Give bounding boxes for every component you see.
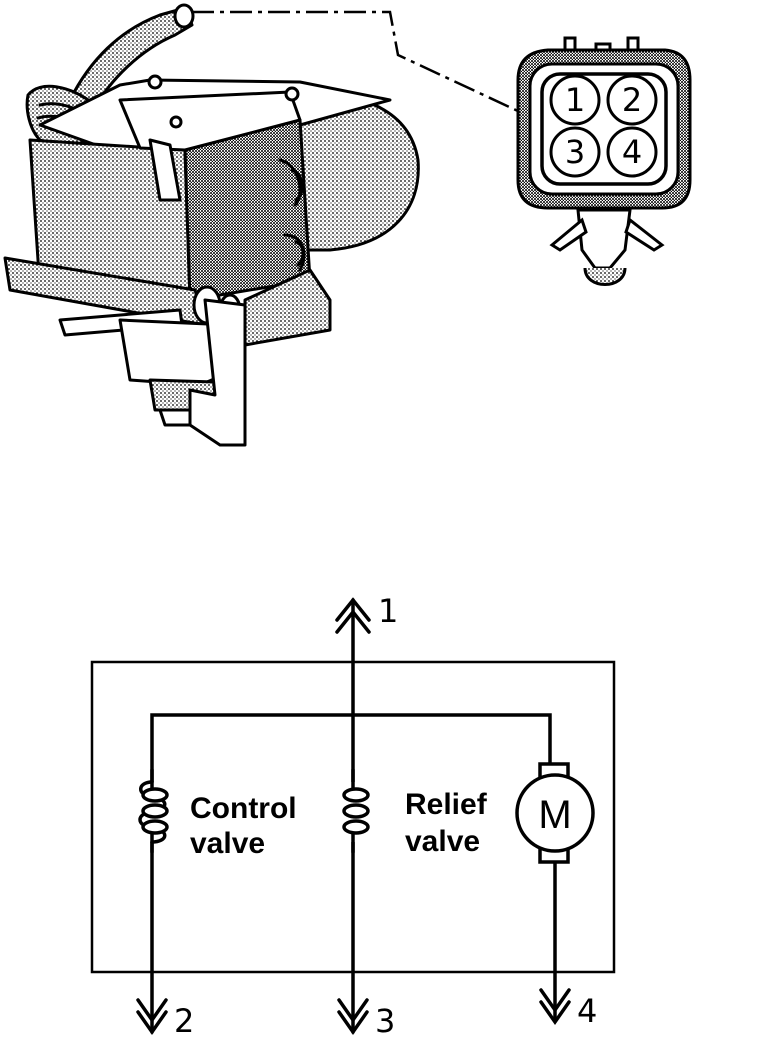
schematic xyxy=(90,597,616,1036)
body-side xyxy=(183,118,312,302)
terminal-label-4: 4 xyxy=(577,992,597,1030)
pin-3-socket xyxy=(549,126,601,178)
connector-pin-labels: 1 2 3 4 xyxy=(565,81,642,171)
terminal-label-1: 1 xyxy=(378,592,398,630)
arrow-terminal-4 xyxy=(539,1000,571,1026)
motor-symbol xyxy=(515,762,595,864)
pin-label-1: 1 xyxy=(565,81,585,119)
control-valve-label-line1: Control xyxy=(190,792,297,825)
pin-label-4: 4 xyxy=(622,133,642,171)
leader-line xyxy=(192,10,521,114)
motor-letter: M xyxy=(538,793,571,837)
schematic-labels: Control valve Relief valve M 1 2 3 4 xyxy=(174,592,597,1040)
terminal-label-3: 3 xyxy=(375,1002,395,1040)
actuator-illustration xyxy=(3,3,420,447)
terminal-label-2: 2 xyxy=(174,1002,194,1040)
arrow-terminal-2 xyxy=(136,1010,168,1036)
hose-end xyxy=(173,3,195,29)
arrow-terminal-3 xyxy=(337,1010,369,1036)
relief-valve-label-line1: Relief xyxy=(405,788,488,821)
pin-label-2: 2 xyxy=(622,81,642,119)
arrow-terminal-1 xyxy=(335,597,371,622)
relief-valve-coil xyxy=(341,768,370,854)
connector xyxy=(516,36,692,286)
relief-valve-label-line2: valve xyxy=(405,825,480,858)
connector-latch xyxy=(576,208,632,270)
control-valve-coil xyxy=(138,768,169,854)
control-valve-label-line2: valve xyxy=(190,827,265,860)
pin-4-socket xyxy=(606,126,658,178)
pin-2-socket xyxy=(606,74,658,126)
pin-label-3: 3 xyxy=(565,133,585,171)
pin-1-socket xyxy=(549,74,601,126)
